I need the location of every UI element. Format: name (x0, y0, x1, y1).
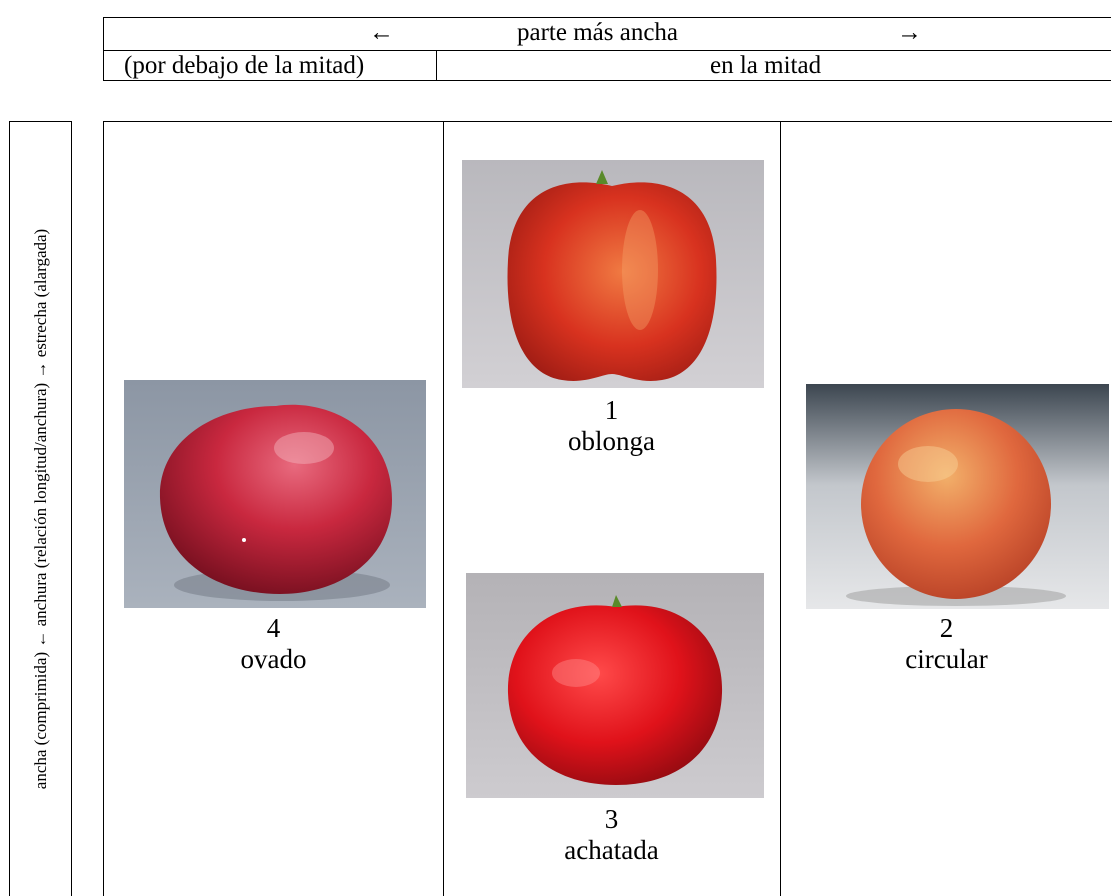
name-ovado: ovado (240, 644, 307, 674)
side-label: ancha (comprimida) ← anchura (relación l… (30, 228, 50, 790)
header-top-border (104, 17, 1111, 18)
photo-circular (806, 384, 1109, 609)
header-title: parte más ancha (517, 19, 679, 46)
photo-ovado (124, 380, 426, 608)
number-ovado: 4 (266, 613, 281, 643)
number-oblonga: 1 (604, 395, 619, 425)
name-achatada: achatada (564, 835, 659, 865)
caption-circular: 2 circular (780, 613, 1112, 675)
caption-oblonga: 1 oblonga (443, 395, 780, 457)
caption-achatada: 3 achatada (443, 804, 780, 866)
column-divider-2 (780, 122, 781, 896)
header-row-divider (104, 50, 1111, 51)
header-below-half: (por debajo de la mitad) (124, 52, 365, 79)
column-divider-1 (443, 122, 444, 896)
photo-oblonga (462, 160, 764, 388)
caption-ovado: 4 ovado (104, 613, 443, 675)
number-achatada: 3 (604, 804, 619, 834)
number-circular: 2 (939, 613, 954, 643)
left-arrow-icon: ← (369, 19, 394, 46)
fruit-shape-grid: 4 ovado (103, 121, 1112, 896)
side-label-box: ancha (comprimida) ← anchura (relación l… (9, 121, 72, 896)
photo-achatada (466, 573, 764, 798)
header-table: ← parte más ancha → (por debajo de la mi… (103, 17, 1111, 81)
name-circular: circular (905, 644, 988, 674)
name-oblonga: oblonga (568, 426, 655, 456)
header-column-divider (436, 50, 437, 80)
right-arrow-icon: → (897, 19, 922, 46)
header-at-half: en la mitad (710, 52, 822, 79)
